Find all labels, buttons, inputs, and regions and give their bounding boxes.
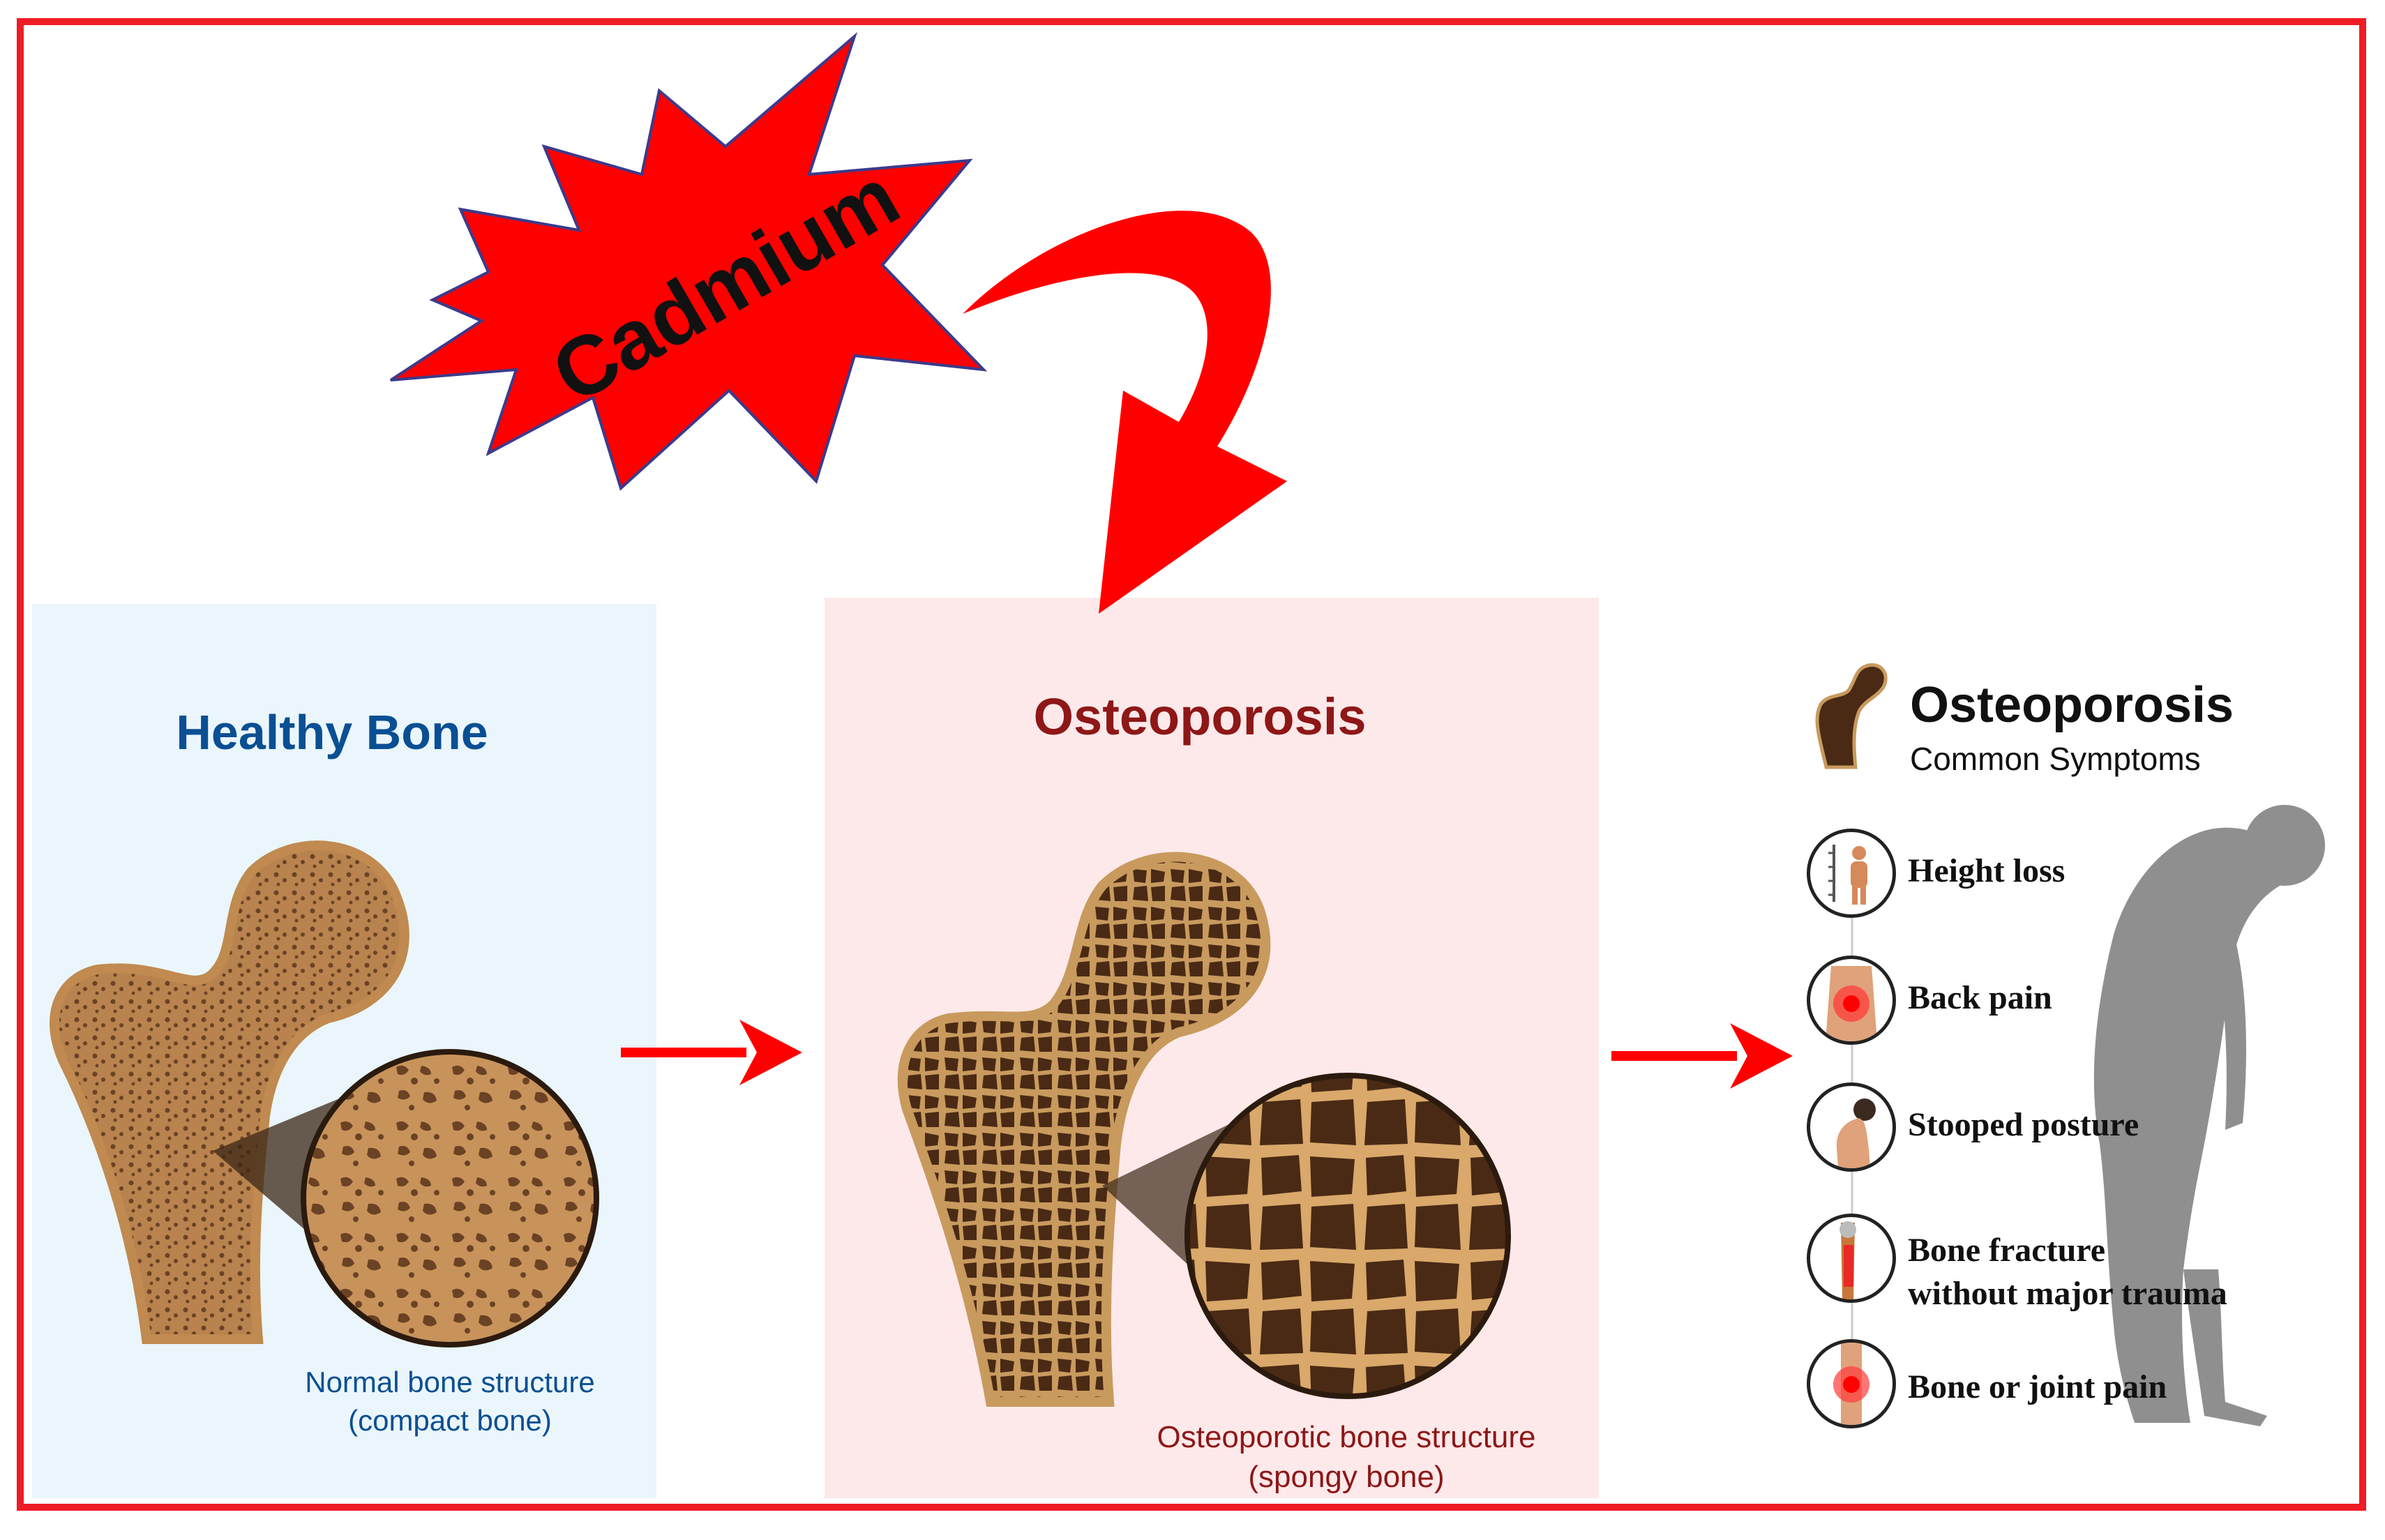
healthy-femur: [50, 840, 599, 1367]
symptom-bone-fracture-line2: without major trauma: [1908, 1275, 2227, 1313]
symptom-joint-pain: Bone or joint pain: [1908, 1368, 2167, 1405]
figure-frame: [17, 18, 2366, 1511]
osteo-caption-line1: Osteoporotic bone structure: [1157, 1420, 1536, 1454]
cadmium-effect-arrow: [963, 211, 1287, 614]
symptom-stooped-posture: Stooped posture: [1908, 1106, 2139, 1143]
symptom-bone-fracture: Bone fracture without major trauma: [1908, 1229, 2227, 1316]
healthy-caption-line2: (compact bone): [348, 1403, 552, 1437]
symptom-bone-fracture-line1: Bone fracture: [1908, 1232, 2106, 1269]
symptom-back-pain: Back pain: [1908, 979, 2052, 1016]
osteo-caption-line2: (spongy bone): [1248, 1460, 1445, 1495]
symptom-height-loss: Height loss: [1908, 852, 2066, 889]
osteoporosis-caption: Osteoporotic bone structure (spongy bone…: [1088, 1417, 1604, 1497]
symptoms-title: Osteoporosis: [1910, 677, 2234, 733]
progression-arrow-1: [621, 1020, 802, 1085]
symptoms-subtitle: Common Symptoms: [1910, 741, 2201, 777]
symptoms-header: Osteoporosis Common Symptoms: [1910, 680, 2234, 778]
osteoporosis-title: Osteoporosis: [1033, 688, 1367, 746]
height-loss-icon: [1807, 829, 1896, 918]
femur-logo-icon: [1815, 663, 1888, 769]
bone-fracture-icon: [1807, 1214, 1896, 1303]
cadmium-starburst: [389, 31, 988, 491]
back-pain-icon: [1807, 956, 1896, 1045]
healthy-bone-caption: Normal bone structure (compact bone): [251, 1364, 649, 1440]
healthy-bone-title: Healthy Bone: [176, 705, 488, 760]
stooped-posture-icon: [1807, 1082, 1896, 1172]
joint-pain-icon: [1807, 1339, 1896, 1428]
healthy-caption-line1: Normal bone structure: [305, 1366, 595, 1398]
osteoporotic-femur: [897, 852, 1511, 1423]
progression-arrow-2: [1611, 1023, 1793, 1089]
stooped-person-figure: [2093, 805, 2325, 1426]
